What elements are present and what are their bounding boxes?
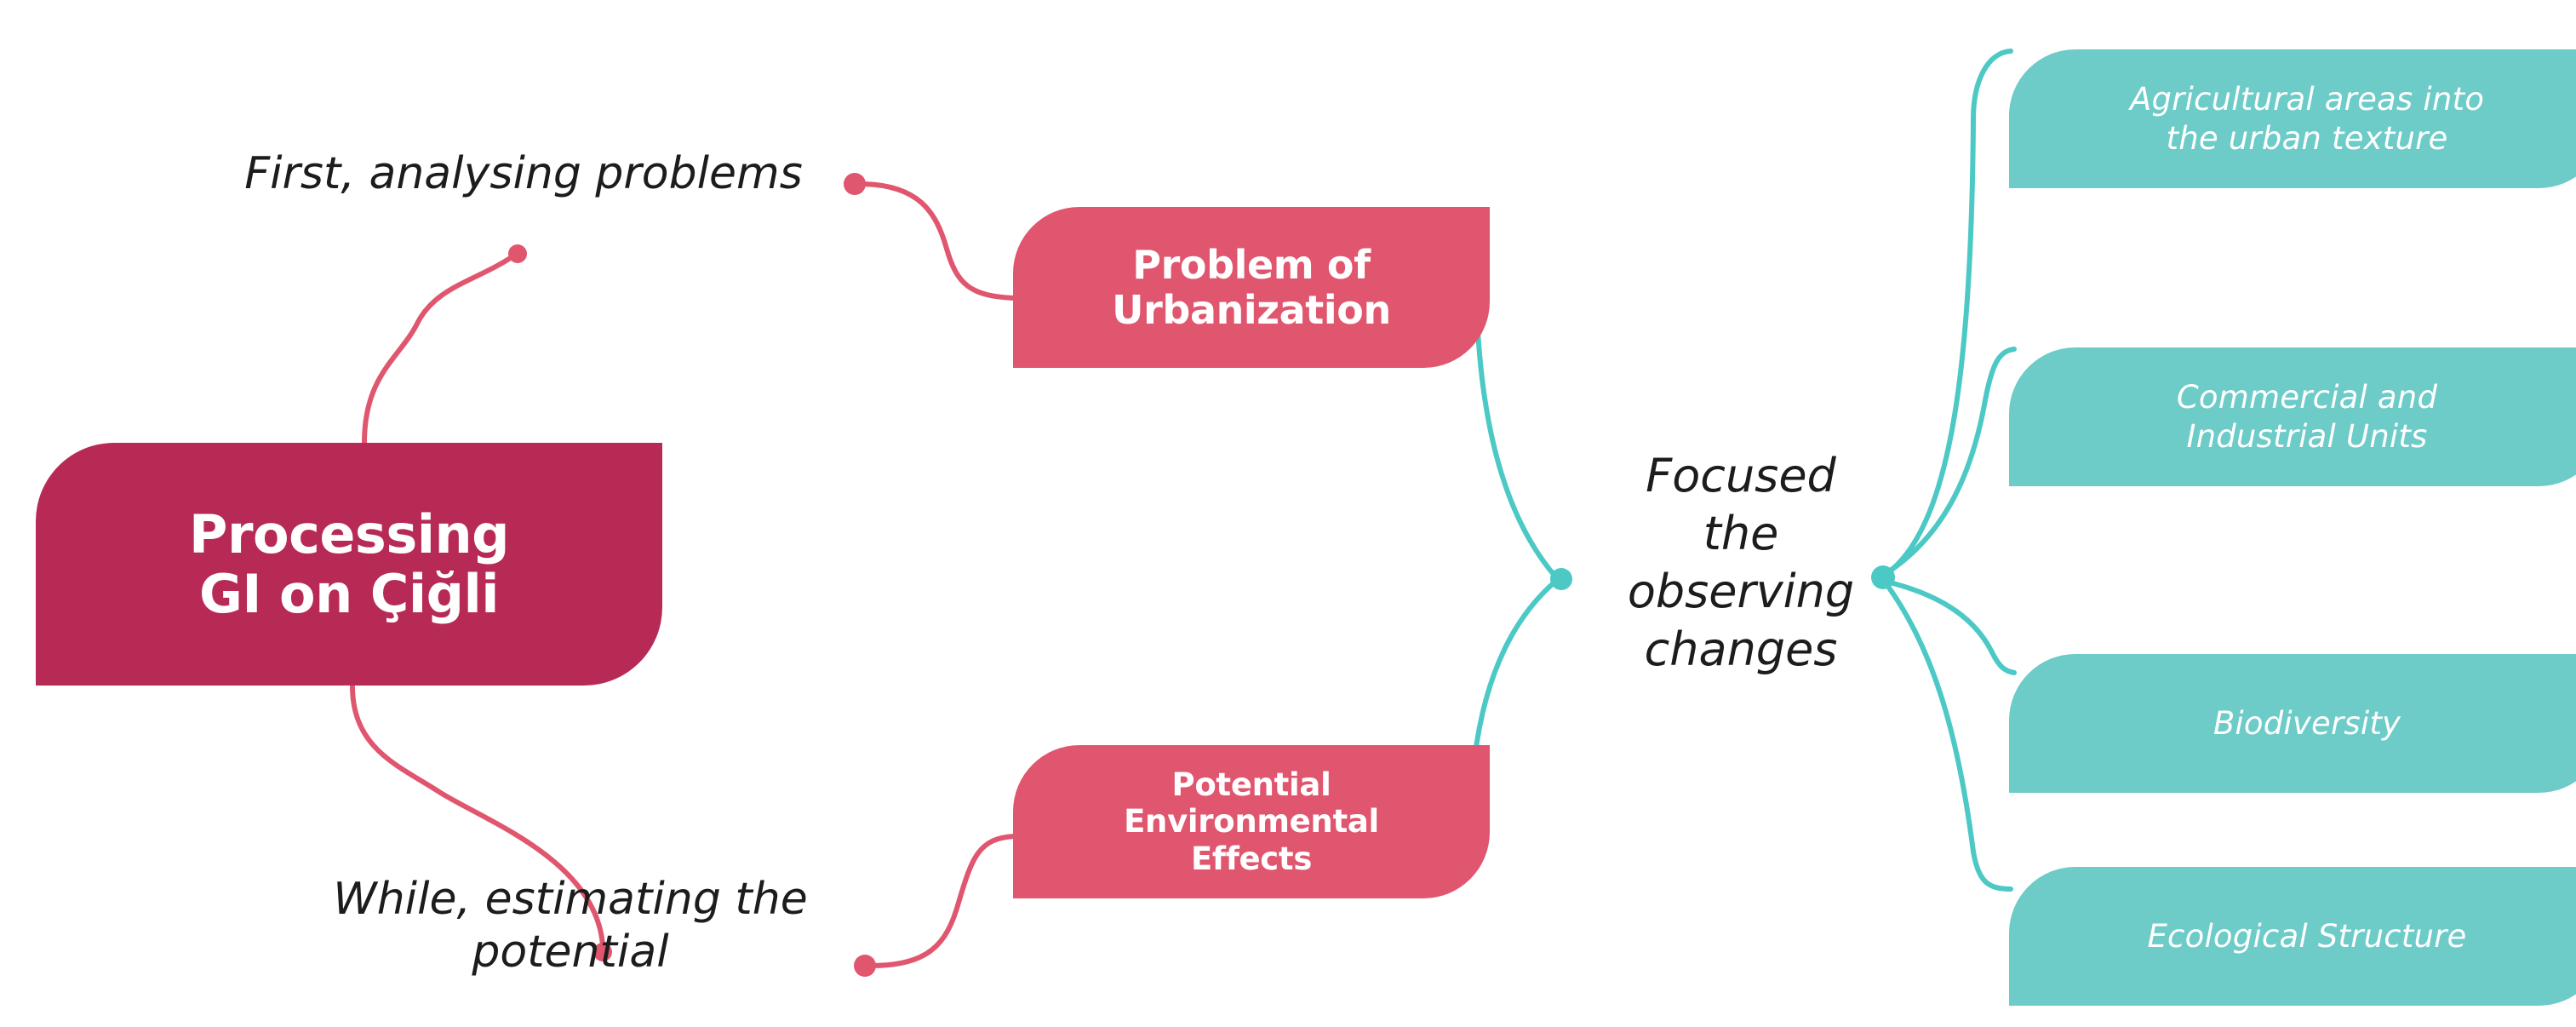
hub-dot-left — [1550, 568, 1572, 590]
connector-hub-to-commercial — [1884, 347, 2017, 576]
connector-while-to-effects — [867, 834, 1017, 968]
leaf-node-label: Ecological Structure — [2147, 917, 2467, 955]
leaf-node-ecological-structure[interactable]: Ecological Structure — [2009, 867, 2576, 1006]
connector-hub-to-biodiversity — [1884, 579, 2017, 675]
connector-dot-first — [508, 244, 527, 263]
branch-node-potential-environmental-effects[interactable]: Potential Environmental Effects — [1013, 745, 1490, 898]
connector-root-to-while — [350, 684, 605, 948]
connector-hub-to-ecological — [1884, 582, 2013, 892]
caption-while-estimating-the-potential: While, estimating the potential — [333, 874, 808, 978]
connector-dot-while — [593, 943, 612, 961]
leaf-node-commercial-and-industrial-units[interactable]: Commercial and Industrial Units — [2009, 347, 2576, 486]
leaf-node-biodiversity[interactable]: Biodiversity — [2009, 654, 2576, 793]
connector-dot-first-right — [844, 173, 866, 195]
leaf-node-agricultural-areas[interactable]: Agricultural areas into the urban textur… — [2009, 49, 2576, 188]
leaf-node-label: Commercial and Industrial Units — [2176, 379, 2438, 455]
branch-node-problem-of-urbanization[interactable]: Problem of Urbanization — [1013, 207, 1490, 368]
leaf-node-label: Biodiversity — [2212, 704, 2401, 742]
root-node-processing-gi-on-cigli[interactable]: Processing GI on Çiğli — [36, 443, 662, 686]
connector-first-to-urbanization — [857, 181, 1017, 301]
connector-dot-while-right — [854, 955, 876, 977]
caption-first-analysing-problems: First, analysing problems — [244, 148, 803, 199]
caption-focused-the-observing-changes: Focused the observing changes — [1627, 449, 1855, 677]
leaf-node-label: Agricultural areas into the urban textur… — [2129, 81, 2485, 157]
connector-urbanization-to-hub — [1474, 268, 1559, 580]
root-node-label: Processing GI on Çiğli — [189, 503, 510, 625]
branch-node-label: Potential Environmental Effects — [1124, 766, 1379, 877]
branch-node-label: Problem of Urbanization — [1112, 241, 1391, 333]
connector-root-to-first — [362, 253, 517, 445]
connector-hub-to-agricultural — [1884, 49, 2013, 577]
